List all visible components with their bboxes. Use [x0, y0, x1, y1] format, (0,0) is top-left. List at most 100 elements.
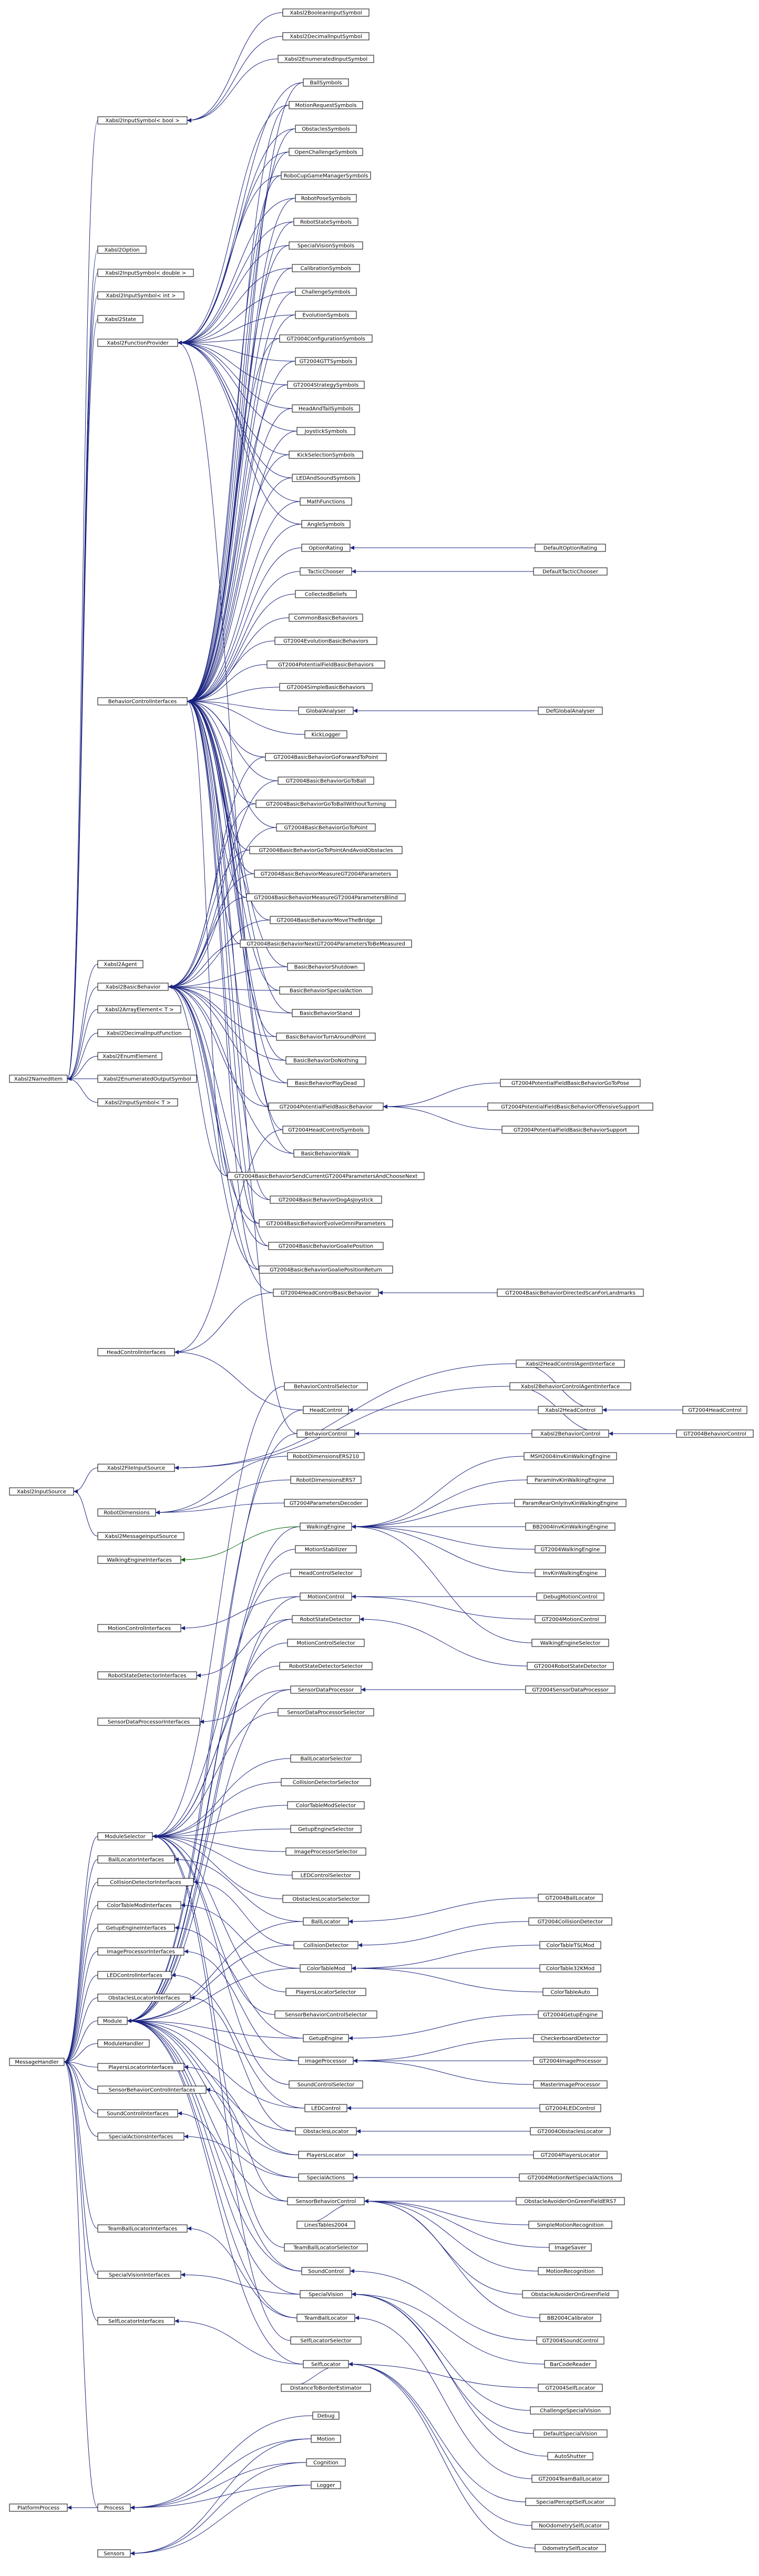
- class-node-gt2004potentialfieldbasicbehaviors[interactable]: GT2004PotentialFieldBasicBehaviors: [266, 660, 385, 669]
- class-node-gt2004collisiondetector[interactable]: GT2004CollisionDetector: [528, 1917, 612, 1926]
- class-node-colortableauto[interactable]: ColorTableAuto: [542, 1988, 598, 1996]
- class-node-xabsl2fileinputsource[interactable]: Xabsl2FileInputSource: [97, 1464, 175, 1472]
- class-node-headcontrolinterfaces[interactable]: HeadControlInterfaces: [97, 1348, 175, 1356]
- class-node-logger[interactable]: Logger: [311, 2481, 341, 2489]
- class-node-playerslocator[interactable]: PlayersLocator: [298, 2151, 354, 2159]
- class-node-robotstatesymbols[interactable]: RobotStateSymbols: [293, 218, 358, 226]
- class-node-colortablemodselector[interactable]: ColorTableModSelector: [287, 1801, 365, 1810]
- class-node-messagehandler[interactable]: MessageHandler: [9, 2058, 65, 2066]
- class-node-evolutionsymbols[interactable]: EvolutionSymbols: [295, 311, 357, 319]
- class-node-platformprocess[interactable]: PlatformProcess: [9, 2503, 68, 2512]
- class-node-behaviorcontrolselector[interactable]: BehaviorControlSelector: [284, 1382, 368, 1391]
- class-node-anglesymbols[interactable]: AngleSymbols: [301, 520, 351, 528]
- class-node-process[interactable]: Process: [97, 2503, 131, 2512]
- class-node-defglobalanalyser[interactable]: DefGlobalAnalyser: [538, 707, 603, 715]
- class-node-bb_goalieparaction[interactable]: GT2004BasicBehaviorGoaliePosition: [268, 1242, 384, 1250]
- class-node-bb_gotopointandavoidobstacles[interactable]: GT2004BasicBehaviorGoToPointAndAvoidObst…: [249, 846, 403, 854]
- class-node-gt2004headcontrol[interactable]: GT2004HeadControl: [682, 1406, 747, 1414]
- class-node-obstacleavoiderongreenfield[interactable]: ObstacleAvoiderOnGreenField: [522, 2290, 619, 2298]
- class-node-distancetoborderestimator[interactable]: DistanceToBorderEstimator: [281, 2384, 371, 2392]
- class-node-bb_measuregt2004parametersblind[interactable]: GT2004BasicBehaviorMeasureGT2004Paramete…: [246, 893, 406, 902]
- class-node-gt2004motionnetspecialactions[interactable]: GT2004MotionNetSpecialActions: [519, 2173, 622, 2182]
- class-node-headandtailsymbols[interactable]: HeadAndTailSymbols: [292, 404, 360, 413]
- class-node-colortable32kmod[interactable]: ColorTable32KMod: [539, 1964, 601, 1972]
- class-node-pfbb_support[interactable]: GT2004PotentialFieldBasicBehaviorSupport: [501, 1126, 639, 1134]
- class-node-sensordataprocessor[interactable]: SensorDataProcessor: [290, 1685, 362, 1694]
- class-node-basicbehaviorturnaroundpoint[interactable]: BasicBehaviorTurnAroundPoint: [276, 1033, 376, 1041]
- class-node-barcodereader[interactable]: BarCodeReader: [544, 2360, 597, 2368]
- class-node-behaviorcontrol[interactable]: BehaviorControl: [296, 1429, 355, 1438]
- class-node-xabsl2inputsymbolbool[interactable]: Xabsl2InputSymbol< bool >: [97, 116, 188, 125]
- class-node-imageprocessorinterfaces[interactable]: ImageProcessorInterfaces: [97, 1947, 184, 1956]
- class-node-sensorbehaviorcontrol[interactable]: SensorBehaviorControl: [287, 2197, 365, 2205]
- class-node-gt2004parametersdecoder[interactable]: GT2004ParametersDecoder: [284, 1499, 368, 1507]
- class-node-collectedbeliefs[interactable]: CollectedBeliefs: [295, 590, 357, 598]
- class-node-sensorbehaviorcontrolselector[interactable]: SensorBehaviorControlSelector: [274, 2010, 377, 2019]
- class-node-xabsl2enumeratedinputsymbol[interactable]: Xabsl2EnumeratedInputSymbol: [278, 55, 374, 63]
- class-node-paraminvkinwalkingengine[interactable]: ParamInvKinWalkingEngine: [527, 1476, 614, 1484]
- class-node-gt2004ledcontrol[interactable]: GT2004LEDControl: [539, 2104, 601, 2112]
- class-node-bb_goforwardtopoint[interactable]: GT2004BasicBehaviorGoForwardToPoint: [265, 753, 387, 761]
- class-node-xabsl2functionprovider[interactable]: Xabsl2FunctionProvider: [97, 339, 178, 347]
- class-node-gt2004headcontrolbasicbehavior[interactable]: GT2004HeadControlBasicBehavior: [273, 1289, 379, 1297]
- class-node-gt2004strategysymbols[interactable]: GT2004StrategySymbols: [287, 381, 365, 389]
- class-node-xabsl2decimalinputsymbol[interactable]: Xabsl2DecimalInputSymbol: [282, 32, 370, 40]
- class-node-debugmotioncontrol[interactable]: DebugMotionControl: [536, 1592, 604, 1601]
- class-node-bb_gotoballwithoutturning[interactable]: GT2004BasicBehaviorGoToBallWithoutTurnin…: [255, 800, 396, 808]
- class-node-openchallengesymbols[interactable]: OpenChallengeSymbols: [289, 148, 363, 156]
- class-node-paramrearonlyinvkinwalkingengine[interactable]: ParamRearOnlyInvKinWalkingEngine: [514, 1499, 627, 1507]
- class-node-imageprocessor[interactable]: ImageProcessor: [298, 2057, 354, 2065]
- class-node-masterimageprocessor[interactable]: MasterImageProcessor: [533, 2080, 608, 2089]
- class-node-balllocatorselector[interactable]: BallLocatorSelector: [290, 1754, 362, 1763]
- class-node-xabsl2inputsymbolint[interactable]: Xabsl2InputSymbol< int >: [97, 291, 184, 300]
- class-node-msh2004invkinwalkingengine[interactable]: MSH2004InvKinWalkingEngine: [524, 1452, 617, 1460]
- class-node-defaultoptionrating[interactable]: DefaultOptionRating: [535, 544, 606, 552]
- class-node-pfbb_gotopose[interactable]: GT2004PotentialFieldBasicBehaviorGoToPos…: [500, 1079, 641, 1087]
- class-node-motion[interactable]: Motion: [311, 2435, 341, 2443]
- class-node-basicbehaviorspecialaction[interactable]: BasicBehaviorSpecialAction: [279, 986, 373, 995]
- class-node-modulehandler[interactable]: ModuleHandler: [97, 2039, 150, 2048]
- class-node-gt2004balllocator[interactable]: GT2004BallLocator: [538, 1894, 603, 1902]
- class-node-bb_evolveomniparameters[interactable]: GT2004BasicBehaviorEvolveOmniParameters: [259, 1219, 393, 1228]
- class-node-motioncontrolselector[interactable]: MotionControlSelector: [287, 1639, 365, 1647]
- class-node-gt2004teamballlocator[interactable]: GT2004TeamBallLocator: [531, 2475, 609, 2483]
- class-node-teamballlocator[interactable]: TeamBallLocator: [296, 2314, 355, 2322]
- class-node-ledcontrol[interactable]: LEDControl: [304, 2104, 347, 2112]
- class-node-robotstatedetectorinterfaces[interactable]: RobotStateDetectorInterfaces: [97, 1671, 197, 1680]
- class-node-playerslocatorselector[interactable]: PlayersLocatorSelector: [285, 1988, 366, 1996]
- class-node-pfbb_offensivesupport[interactable]: GT2004PotentialFieldBasicBehaviorOffensi…: [487, 1102, 653, 1111]
- class-node-robotdimensionsers7[interactable]: RobotDimensionsERS7: [290, 1476, 362, 1484]
- class-node-xabsl2option[interactable]: Xabsl2Option: [97, 246, 147, 254]
- class-node-collisiondetectorinterfaces[interactable]: CollisionDetectorInterfaces: [97, 1878, 194, 1886]
- class-node-xabsl2basicbehavior[interactable]: Xabsl2BasicBehavior: [97, 983, 169, 991]
- class-node-xabsl2agent[interactable]: Xabsl2Agent: [97, 960, 143, 968]
- class-node-soundcontrolselector[interactable]: SoundControlSelector: [289, 2080, 363, 2089]
- class-node-optionrating[interactable]: OptionRating: [301, 544, 351, 552]
- class-node-bb_sendcurrentgt2004parametersandchoosenext[interactable]: GT2004BasicBehaviorSendCurrentGT2004Para…: [227, 1172, 425, 1180]
- class-node-headcontrol[interactable]: HeadControl: [303, 1406, 349, 1414]
- class-node-bb_measuregt2004parameters[interactable]: GT2004BasicBehaviorMeasureGT2004Paramete…: [254, 870, 398, 878]
- class-node-xabsl2inputsource[interactable]: Xabsl2InputSource: [9, 1487, 74, 1496]
- class-node-gt2004behaviorcontrol[interactable]: GT2004BehaviorControl: [676, 1429, 754, 1438]
- class-node-xabsl2decimalinputfunction[interactable]: Xabsl2DecimalInputFunction: [97, 1029, 191, 1037]
- class-node-xabsl2headcontrol[interactable]: Xabsl2HeadControl: [538, 1406, 603, 1414]
- class-node-basicbehaviordonothing[interactable]: BasicBehaviorDoNothing: [285, 1056, 366, 1065]
- class-node-selflocatorinterfaces[interactable]: SelfLocatorInterfaces: [97, 2317, 175, 2325]
- class-node-robotposesymbols[interactable]: RobotPoseSymbols: [295, 194, 357, 202]
- class-node-moduleselector[interactable]: ModuleSelector: [97, 1832, 153, 1841]
- class-node-xabsl2enumeratedoutputsymbol[interactable]: Xabsl2EnumeratedOutputSymbol: [97, 1075, 197, 1083]
- class-node-motioncontrol[interactable]: MotionControl: [300, 1592, 352, 1601]
- class-node-linestables2004[interactable]: LinesTables2004: [296, 2221, 355, 2229]
- class-node-defaulttacticchooser[interactable]: DefaultTacticChooser: [533, 567, 608, 576]
- class-node-specialactionsinterfaces[interactable]: SpecialActionsInterfaces: [97, 2132, 184, 2141]
- class-node-getupengineselector[interactable]: GetupEngineSelector: [290, 1825, 362, 1833]
- class-node-teamballlocatorinterfaces[interactable]: TeamBallLocatorInterfaces: [97, 2224, 188, 2233]
- class-node-walkingengineinterfaces[interactable]: WalkingEngineInterfaces: [97, 1556, 181, 1564]
- class-node-specialactions[interactable]: SpecialActions: [298, 2173, 354, 2182]
- class-node-motioncontrolinterfaces[interactable]: MotionControlInterfaces: [97, 1624, 181, 1632]
- class-node-basicbehaviorstand[interactable]: BasicBehaviorStand: [292, 1009, 360, 1017]
- class-node-teamballlocatorselector[interactable]: TeamBallLocatorSelector: [284, 2243, 368, 2252]
- class-node-ledcontrolinterfaces[interactable]: LEDControlInterfaces: [97, 1971, 172, 1979]
- class-node-bb_nextgt2004parameterstobemeasured[interactable]: GT2004BasicBehaviorNextGT2004ParametersT…: [240, 939, 412, 948]
- class-node-selflocator[interactable]: SelfLocator: [303, 2360, 349, 2368]
